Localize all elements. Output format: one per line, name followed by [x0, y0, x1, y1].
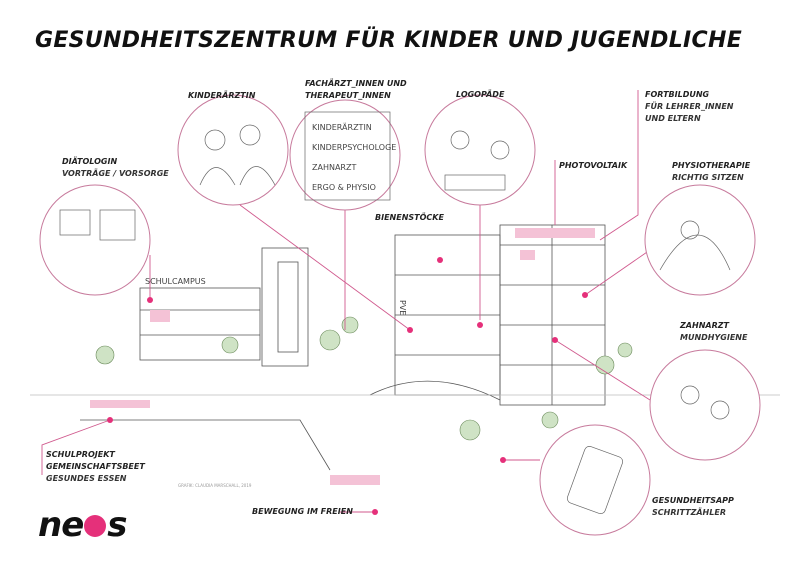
- signboard-frame: [304, 111, 391, 201]
- label-subtitle: MUNDHYGIENE: [680, 333, 748, 342]
- logopaede-vignette: [424, 94, 536, 206]
- label-photovoltaik: PHOTOVOLTAIK: [559, 160, 627, 172]
- label-title-2: THERAPEUT_INNEN: [305, 91, 391, 100]
- label-fachaerzte: FACHÄRZT_INNEN UND THERAPEUT_INNEN: [305, 78, 407, 102]
- graphic-credit: GRAFIK: CLAUDIA MARSCHALL, 2019: [178, 483, 252, 488]
- label-title: BEWEGUNG IM FREIEN: [252, 507, 353, 516]
- leader-lines: [41, 90, 651, 513]
- speech-bubble-icon: [84, 515, 107, 537]
- tower-building: [261, 247, 309, 367]
- label-title: PHOTOVOLTAIK: [559, 161, 628, 170]
- label-subtitle-2: UND ELTERN: [645, 114, 701, 123]
- school-sign: SCHULCAMPUS: [145, 277, 206, 286]
- label-kinderaerztin: KINDERÄRZTIN: [188, 90, 255, 102]
- label-zahnarzt: ZAHNARZT MUNDHYGIENE: [680, 320, 747, 344]
- label-bewegung: BEWEGUNG IM FREIEN: [252, 506, 353, 518]
- page-title: GESUNDHEITSZENTRUM FÜR KINDER UND JUGEND…: [35, 28, 743, 53]
- physiotherapie-vignette: [644, 184, 756, 296]
- accent-highlights: [90, 228, 595, 485]
- label-schulprojekt: SCHULPROJEKT GEMEINSCHAFTSBEET GESUNDES ES…: [46, 449, 145, 485]
- pve-sign: PVE: [398, 300, 407, 315]
- label-title: FACHÄRZT_INNEN UND: [305, 79, 407, 88]
- trees: [95, 316, 633, 441]
- label-subtitle: VORTRÄGE / VORSORGE: [62, 169, 169, 178]
- label-title: GESUNDHEITSAPP: [652, 496, 734, 505]
- logo-text: s: [107, 505, 127, 545]
- label-subtitle: RICHTIG SITZEN: [672, 173, 744, 182]
- label-bienenstoecke: BIENENSTÖCKE: [375, 212, 444, 224]
- signboard-line: ERGO & PHYSIO: [312, 183, 376, 192]
- label-title: DIÄTOLOGIN: [62, 157, 118, 166]
- label-title: PHYSIOTHERAPIE: [672, 161, 751, 170]
- label-title-2: GEMEINSCHAFTSBEET: [46, 462, 145, 471]
- label-fortbildung: FORTBILDUNG FÜR LEHRER_INNEN UND ELTERN: [645, 89, 733, 125]
- label-subtitle: SCHRITTZÄHLER: [652, 508, 726, 517]
- buildings: [30, 224, 780, 471]
- kinderaerztin-vignette: [177, 94, 289, 206]
- fachaerzte-vignette: [289, 99, 401, 211]
- signboard-line: ZAHNARZT: [312, 163, 356, 172]
- vignette-circles: [39, 94, 761, 536]
- marker-dots: [107, 257, 588, 515]
- vignette-sketches: [59, 124, 731, 514]
- label-title: FORTBILDUNG: [645, 90, 710, 99]
- label-title: BIENENSTÖCKE: [375, 213, 444, 222]
- label-subtitle: FÜR LEHRER_INNEN: [645, 102, 734, 111]
- label-title: SCHULPROJEKT: [46, 450, 115, 459]
- label-title: ZAHNARZT: [680, 321, 729, 330]
- label-subtitle: GESUNDES ESSEN: [46, 474, 127, 483]
- signboard-line: KINDERÄRZTIN: [312, 122, 372, 132]
- label-gesundheitsapp: GESUNDHEITSAPP SCHRITTZÄHLER: [652, 495, 734, 519]
- school-building: [139, 287, 261, 361]
- label-diaetologin: DIÄTOLOGIN VORTRÄGE / VORSORGE: [62, 156, 169, 180]
- label-title: KINDERÄRZTIN: [188, 91, 256, 100]
- right-building: [499, 224, 606, 406]
- signboard: KINDERÄRZTIN KINDERPSYCHOLOGE ZAHNARZT E…: [312, 122, 396, 192]
- label-title: LOGOPÄDE: [456, 90, 505, 99]
- signboard-line: KINDERPSYCHOLOGE: [312, 143, 396, 152]
- zahnarzt-vignette: [649, 349, 761, 461]
- gesundheitsapp-vignette: [539, 424, 651, 536]
- logo-text: ne: [38, 505, 84, 545]
- label-physiotherapie: PHYSIOTHERAPIE RICHTIG SITZEN: [672, 160, 750, 184]
- label-logopaede: LOGOPÄDE: [456, 89, 504, 101]
- diaetologin-vignette: [39, 184, 151, 296]
